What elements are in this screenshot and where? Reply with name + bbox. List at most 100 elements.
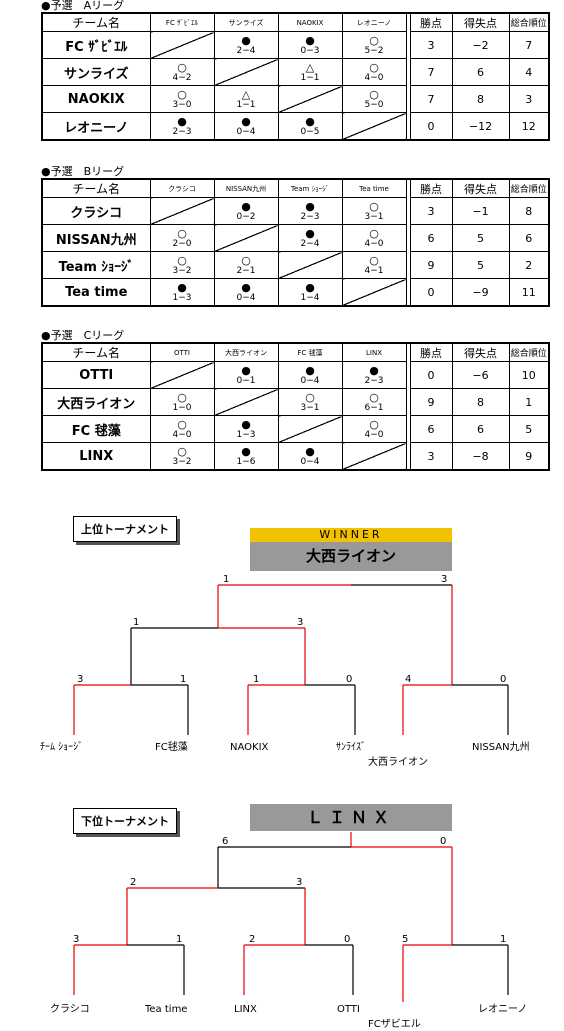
upper-team-4: ｻﾝﾗｲｽﾞ xyxy=(336,741,366,753)
lower-team-2: Tea time xyxy=(144,1004,187,1015)
upper-r1-score-2: 1 xyxy=(180,674,186,685)
upper-sf-score-right: 3 xyxy=(297,617,303,628)
result-symbol: ● xyxy=(241,33,251,47)
match-score: 1−1 xyxy=(300,72,320,83)
upper-final-score-right: 3 xyxy=(441,574,447,585)
upper-r1-score-1: 3 xyxy=(77,674,83,685)
league-c-title: ●予選 Cリーグ xyxy=(41,329,125,342)
header-goal-diff: 得失点 xyxy=(451,342,510,362)
match-score: 0−4 xyxy=(236,292,256,303)
team-name: サンライズ xyxy=(41,58,151,86)
upper-team-6: NISSAN九州 xyxy=(472,741,530,753)
result-symbol: ● xyxy=(305,226,315,240)
match-result-cell: ○3−0 xyxy=(149,85,215,113)
lower-team-1: クラシコ xyxy=(50,1003,90,1015)
upper-r1-score-5: 4 xyxy=(405,674,411,685)
upper-r1-score-6: 0 xyxy=(500,674,506,685)
match-score: 1−3 xyxy=(236,429,256,440)
goal-diff-value: 8 xyxy=(451,85,510,113)
match-score: 2−4 xyxy=(300,238,320,249)
match-result-cell: ●0−2 xyxy=(213,197,279,225)
rank-value: 7 xyxy=(508,31,550,59)
match-result-cell: △1−1 xyxy=(213,85,279,113)
goal-diff-value: −12 xyxy=(451,112,510,141)
self-match-cell xyxy=(341,278,407,307)
match-score: 2−3 xyxy=(364,375,384,386)
upper-tournament-label: 上位トーナメント xyxy=(73,516,177,542)
result-symbol: ○ xyxy=(369,253,379,267)
upper-final-score-left: 1 xyxy=(223,574,229,585)
points-value: 3 xyxy=(409,442,453,471)
match-score: 0−4 xyxy=(300,456,320,467)
lower-final-score-right: 0 xyxy=(440,836,446,847)
result-symbol: ● xyxy=(241,199,251,213)
match-result-cell: ○5−0 xyxy=(341,85,407,113)
team-name: レオニーノ xyxy=(41,112,151,141)
header-goal-diff: 得失点 xyxy=(451,178,510,198)
team-name: 大西ライオン xyxy=(41,388,151,416)
result-symbol: ● xyxy=(305,33,315,47)
match-score: 1−6 xyxy=(236,456,256,467)
match-result-cell: ●0−4 xyxy=(213,278,279,307)
result-symbol: ● xyxy=(241,363,251,377)
result-symbol: ○ xyxy=(369,199,379,213)
self-match-cell xyxy=(341,112,407,141)
match-result-cell: ○2−1 xyxy=(213,251,279,279)
match-score: 4−0 xyxy=(172,429,192,440)
match-result-cell: ○3−2 xyxy=(149,442,215,471)
result-symbol: ● xyxy=(241,114,251,128)
result-symbol: ○ xyxy=(369,87,379,101)
lower-r1-score-5: 5 xyxy=(402,934,408,945)
result-symbol: ○ xyxy=(177,60,187,74)
team-name: NISSAN九州 xyxy=(41,224,151,252)
self-match-cell xyxy=(213,58,279,86)
match-score: 2−1 xyxy=(236,265,256,276)
match-result-cell: ●0−4 xyxy=(213,112,279,141)
league-b-title: ●予選 Bリーグ xyxy=(41,165,125,178)
match-result-cell: ●0−1 xyxy=(213,361,279,389)
match-result-cell: ●2−3 xyxy=(149,112,215,141)
match-result-cell: ●1−6 xyxy=(213,442,279,471)
result-symbol: △ xyxy=(305,60,315,74)
match-score: 2−3 xyxy=(172,126,192,137)
lower-team-4: OTTI xyxy=(337,1004,360,1015)
team-name: FC 毬藻 xyxy=(41,415,151,443)
result-symbol: ○ xyxy=(241,253,251,267)
header-team: チーム名 xyxy=(41,342,151,362)
result-symbol: ● xyxy=(369,363,379,377)
result-symbol: ● xyxy=(177,280,187,294)
goal-diff-value: 5 xyxy=(451,224,510,252)
team-name: LINX xyxy=(41,442,151,471)
match-score: 4−0 xyxy=(364,429,384,440)
result-symbol: ○ xyxy=(177,253,187,267)
result-symbol: ● xyxy=(241,280,251,294)
match-result-cell: ○4−0 xyxy=(341,415,407,443)
result-symbol: ● xyxy=(241,417,251,431)
match-result-cell: ○4−1 xyxy=(341,251,407,279)
match-score: 0−1 xyxy=(236,375,256,386)
lower-team-3: LINX xyxy=(234,1004,257,1015)
match-result-cell: ●0−5 xyxy=(277,112,343,141)
upper-sf-score-left: 1 xyxy=(133,617,139,628)
lower-final-score-left: 6 xyxy=(222,836,228,847)
self-match-cell xyxy=(213,388,279,416)
result-symbol: ● xyxy=(305,199,315,213)
rank-value: 1 xyxy=(508,388,550,416)
lower-team-6: レオニーノ xyxy=(478,1003,527,1015)
match-score: 5−0 xyxy=(364,99,384,110)
upper-team-2: FC毬藻 xyxy=(155,740,188,753)
result-symbol: ● xyxy=(305,280,315,294)
rank-value: 12 xyxy=(508,112,550,141)
header-points: 勝点 xyxy=(409,178,453,198)
team-name: NAOKIX xyxy=(41,85,151,113)
